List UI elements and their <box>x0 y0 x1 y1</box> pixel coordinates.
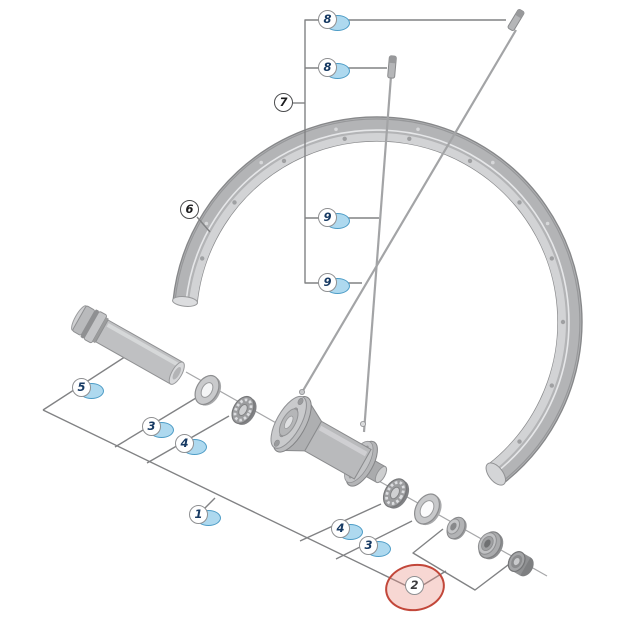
callout-8-nipple-bottom: 8 <box>318 58 350 79</box>
callout-number: 1 <box>189 505 208 524</box>
callout-number: 8 <box>318 10 337 29</box>
callout-number: 9 <box>318 208 337 227</box>
rim-outer-edge <box>174 118 581 483</box>
rim-band <box>172 116 583 485</box>
callout-number: 2 <box>405 576 424 595</box>
hub-axle <box>71 305 185 385</box>
callout-number: 3 <box>142 417 161 436</box>
end-cap <box>507 551 534 577</box>
rim-nipple-holes <box>204 127 550 226</box>
callout-4-bearing-right: 4 <box>331 519 363 540</box>
callout-8-nipple-top: 8 <box>318 10 350 31</box>
spoke-head <box>359 420 366 427</box>
callout-5-axle: 5 <box>72 378 104 399</box>
spokes <box>298 29 517 433</box>
callout-4-bearing-left: 4 <box>175 434 207 455</box>
callout-number: 7 <box>274 93 293 112</box>
callout-number: 4 <box>175 434 194 453</box>
callout-number: 3 <box>359 536 378 555</box>
callout-number: 9 <box>318 273 337 292</box>
callout-2-highlighted-part: 2 <box>405 576 424 595</box>
washer <box>414 493 442 526</box>
callout-9-spoke-top: 9 <box>318 208 350 229</box>
callout-number: 4 <box>331 519 350 538</box>
callout-number: 6 <box>180 200 199 219</box>
spoke <box>300 29 517 395</box>
callout-number: 5 <box>72 378 91 397</box>
leader-rim <box>196 216 211 233</box>
callout-number: 8 <box>318 58 337 77</box>
spoke <box>362 75 393 433</box>
spoke-nipple <box>507 9 525 31</box>
bracket-callout-2 <box>412 528 513 591</box>
cartridge-bearing <box>231 395 257 425</box>
cone-spacer <box>446 516 467 540</box>
rim-end-face-left <box>172 296 198 307</box>
spoke-nipple <box>387 55 397 79</box>
callout-3-washer-right: 3 <box>359 536 391 557</box>
rim-end-face-right <box>485 462 507 486</box>
rim-spoke-holes <box>200 136 566 444</box>
wheel-rim <box>172 116 583 486</box>
spoke-head <box>298 388 305 395</box>
callout-6-rim: 6 <box>180 200 199 219</box>
callout-3-seal-left: 3 <box>142 417 174 438</box>
callout-7-spoke-group: 7 <box>274 93 293 112</box>
hub-body <box>270 395 388 487</box>
callout-1-assembly: 1 <box>189 505 221 526</box>
seal-ring <box>194 374 222 406</box>
rim-groove-highlight <box>185 129 570 474</box>
cartridge-bearing <box>382 478 410 509</box>
callout-9-spoke-bottom: 9 <box>318 273 350 294</box>
lock-nut <box>477 531 504 560</box>
